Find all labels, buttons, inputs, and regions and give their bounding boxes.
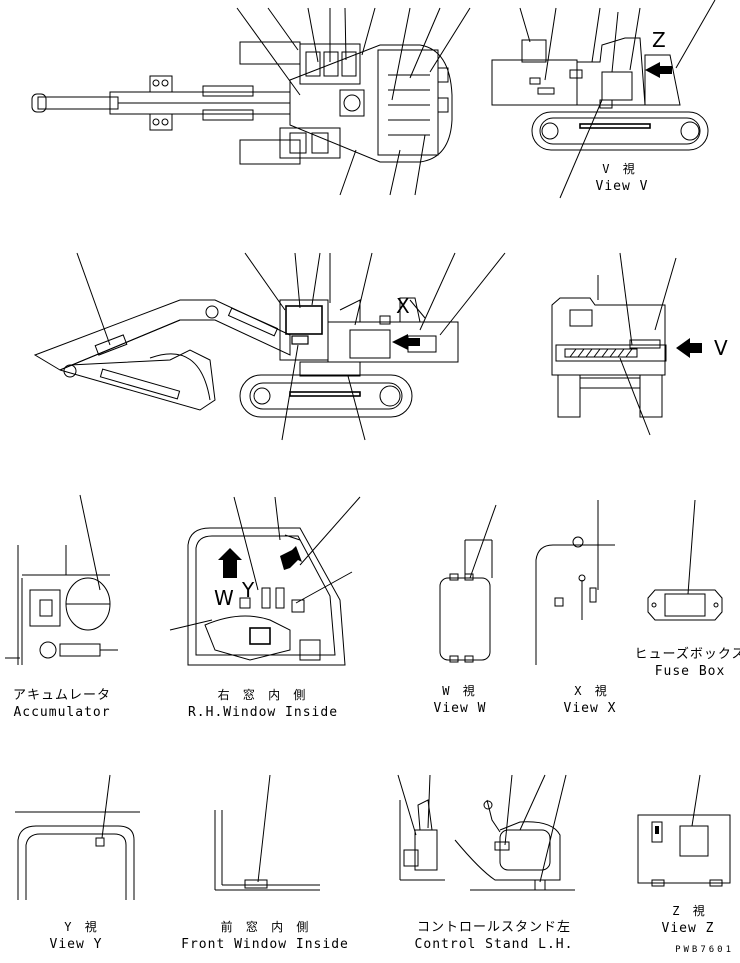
- caption-accumulator-en: Accumulator: [13, 705, 111, 720]
- view-w-drawing: [439, 504, 497, 663]
- caption-rh-window-en: R.H.Window Inside: [187, 705, 339, 720]
- view-y-drawing: [15, 774, 140, 900]
- control-stand-drawing: [397, 774, 575, 891]
- caption-fuse-box-jp: ヒューズボックス: [634, 647, 740, 662]
- marker-x: X: [396, 294, 410, 318]
- caption-view-v-jp: V 視: [602, 162, 638, 176]
- view-v-side-drawing: [491, 0, 716, 199]
- caption-view-v-en: View V: [595, 179, 649, 194]
- rear-view-excavator: [551, 252, 702, 436]
- front-window-inside-drawing: [214, 774, 320, 891]
- rh-window-inside-drawing: [169, 496, 361, 666]
- caption-front-window-en: Front Window Inside: [181, 937, 349, 952]
- caption-view-x-en: View X: [563, 701, 617, 716]
- caption-front-window-jp: 前 窓 内 側: [220, 920, 312, 934]
- view-z-drawing: [637, 774, 731, 887]
- caption-fuse-box-en: Fuse Box: [654, 664, 726, 679]
- caption-view-x-jp: X 視: [574, 684, 610, 698]
- fuse-box-drawing: [647, 499, 723, 621]
- side-view-excavator: [33, 252, 506, 441]
- top-view-excavator: [31, 7, 471, 196]
- caption-control-stand-jp: コントロールスタンド左: [416, 920, 572, 935]
- caption-view-y-jp: Y 視: [64, 920, 100, 934]
- caption-view-z-jp: Z 視: [672, 904, 708, 918]
- marker-w: W: [214, 586, 234, 610]
- caption-view-y-en: View Y: [49, 937, 103, 952]
- caption-view-z-en: View Z: [661, 921, 715, 936]
- caption-accumulator-jp: アキュムレータ: [12, 688, 112, 703]
- accumulator-drawing: [5, 494, 118, 665]
- caption-control-stand-en: Control Stand L.H.: [414, 937, 574, 952]
- drawing-code: PWB7601: [675, 945, 734, 955]
- marker-v: V: [714, 336, 728, 360]
- marker-y: Y: [242, 578, 255, 602]
- hazard-stripe: [564, 348, 638, 358]
- marker-z: Z: [652, 28, 666, 52]
- caption-rh-window-jp: 右 窓 内 側: [217, 688, 309, 702]
- view-x-drawing: [535, 500, 615, 665]
- caption-view-w-jp: W 視: [442, 684, 478, 698]
- caption-view-w-en: View W: [433, 701, 487, 716]
